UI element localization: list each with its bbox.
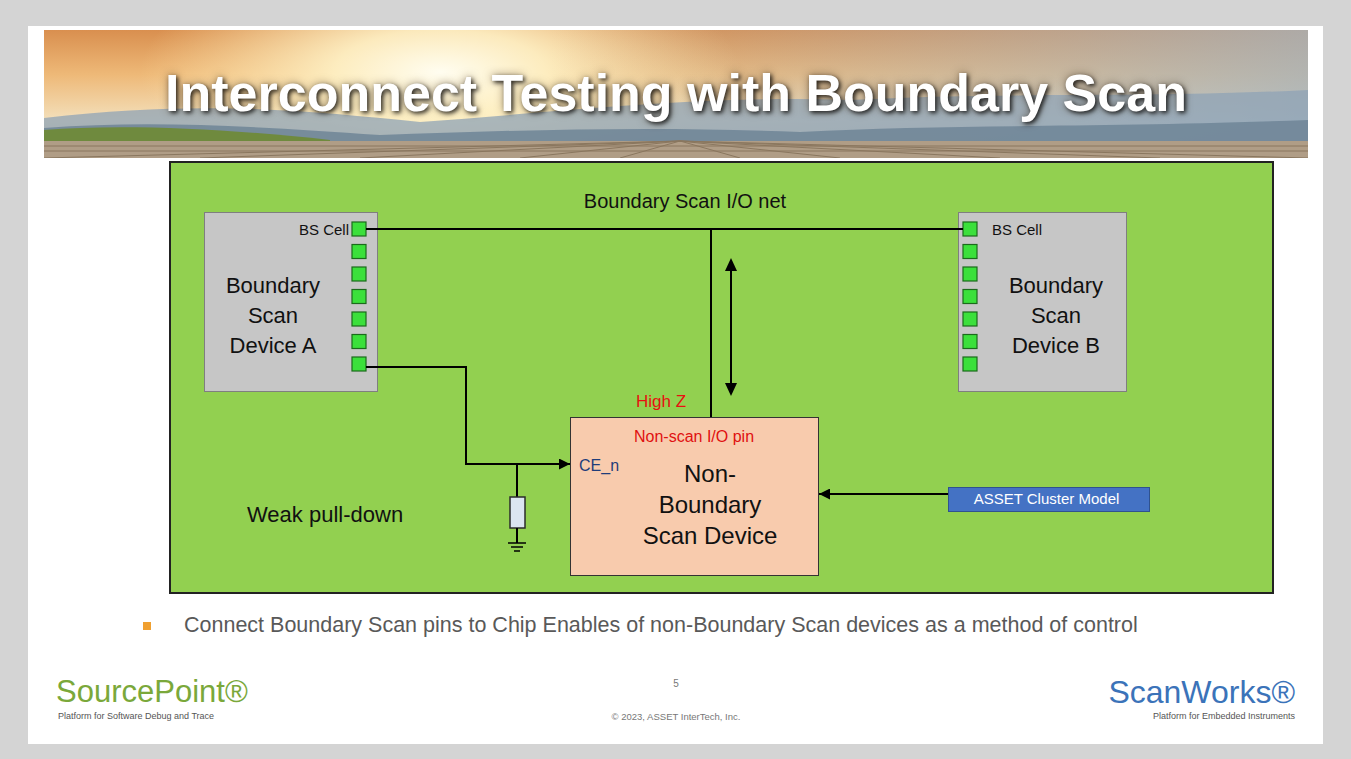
- pin-name: Non-scan I/O pin: [619, 427, 769, 446]
- ground-symbol: [508, 543, 526, 551]
- bidirectional-arrow: [725, 258, 737, 396]
- bullet-mark: [143, 622, 151, 630]
- pin-name: CE_n: [579, 456, 629, 475]
- model-name: ASSET Cluster Model: [949, 490, 1144, 508]
- cell-label: BS Cell: [992, 221, 1062, 239]
- cell-label: BS Cell: [285, 221, 349, 239]
- page-number: 5: [656, 678, 696, 690]
- cell-stub-wire: [366, 229, 963, 367]
- bullet-text: Connect Boundary Scan pins to Chip Enabl…: [184, 610, 1194, 641]
- non-scan-device: Non-scan I/O pinCE_n Non-Boundary Scan De…: [570, 417, 819, 576]
- copyright-note: © 2023, ASSET InterTech, Inc.: [540, 711, 812, 723]
- component-note: Weak pull-down: [247, 502, 447, 528]
- resistor-symbol: [510, 464, 525, 543]
- brand-logo: SourcePoint®: [56, 674, 316, 710]
- signal-wire: [378, 229, 711, 417]
- model-box: ASSET Cluster Model: [948, 487, 1150, 512]
- device-name: Boundary Scan Device A: [218, 271, 328, 361]
- brand-tagline: Platform for Software Debug and Trace: [58, 711, 318, 722]
- header-photo: [44, 30, 1308, 158]
- boundary-scan-device: BS CellBoundary Scan Device B: [958, 212, 1127, 392]
- pin-state: High Z: [636, 392, 706, 412]
- slide-sheet: [28, 26, 1323, 744]
- circuit-board: [170, 162, 1273, 593]
- device-name: Non-Boundary Scan Device: [635, 458, 785, 551]
- signal-wire: [378, 367, 570, 464]
- boundary-scan-device: BS CellBoundary Scan Device A: [204, 212, 378, 392]
- device-name: Boundary Scan Device B: [1001, 271, 1111, 361]
- net-label: Boundary Scan I/O net: [560, 189, 810, 213]
- brand-tagline: Platform for Embedded Instruments: [1030, 711, 1295, 722]
- slide-title: Interconnect Testing with Boundary Scan: [44, 62, 1308, 124]
- brand-logo: ScanWorks®: [1030, 674, 1295, 710]
- scan-cell: [352, 222, 977, 371]
- signal-wire: [819, 493, 948, 495]
